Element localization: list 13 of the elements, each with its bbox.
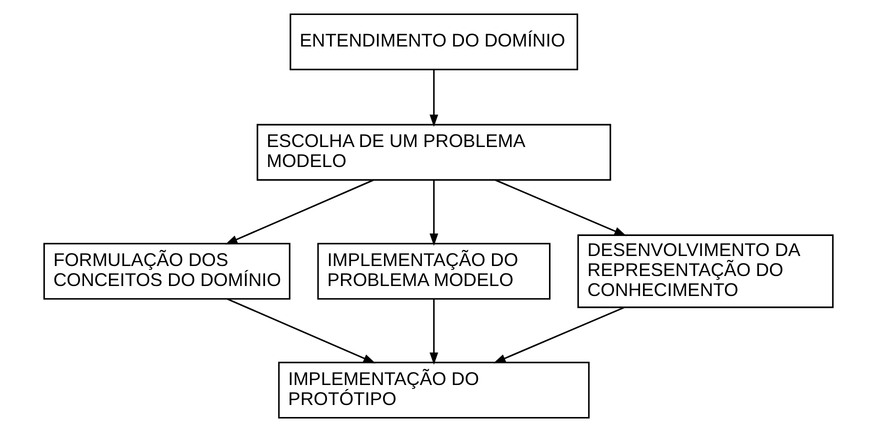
node-box: IMPLEMENTAÇÃO DO PROBLEMA MODELO xyxy=(316,242,550,300)
node-box: DESENVOLVIMENTO DA REPRESENTAÇÃO DO CONHECIMENTO xyxy=(576,234,834,308)
arrow xyxy=(494,179,626,236)
node-box: ESCOLHA DE UM PROBLEMA MODELO xyxy=(256,124,611,181)
node-box: IMPLEMENTAÇÃO DO PROTÓTIPO xyxy=(278,362,590,419)
node-box: ENTENDIMENTO DO DOMÍNIO xyxy=(289,13,578,70)
arrow xyxy=(226,298,376,364)
arrow xyxy=(429,180,438,246)
arrow xyxy=(224,179,374,244)
arrow xyxy=(429,70,438,127)
node-box: FORMULAÇÃO DOS CONCEITOS DO DOMÍNIO xyxy=(42,242,290,300)
arrow xyxy=(492,306,624,364)
arrow xyxy=(429,299,438,365)
